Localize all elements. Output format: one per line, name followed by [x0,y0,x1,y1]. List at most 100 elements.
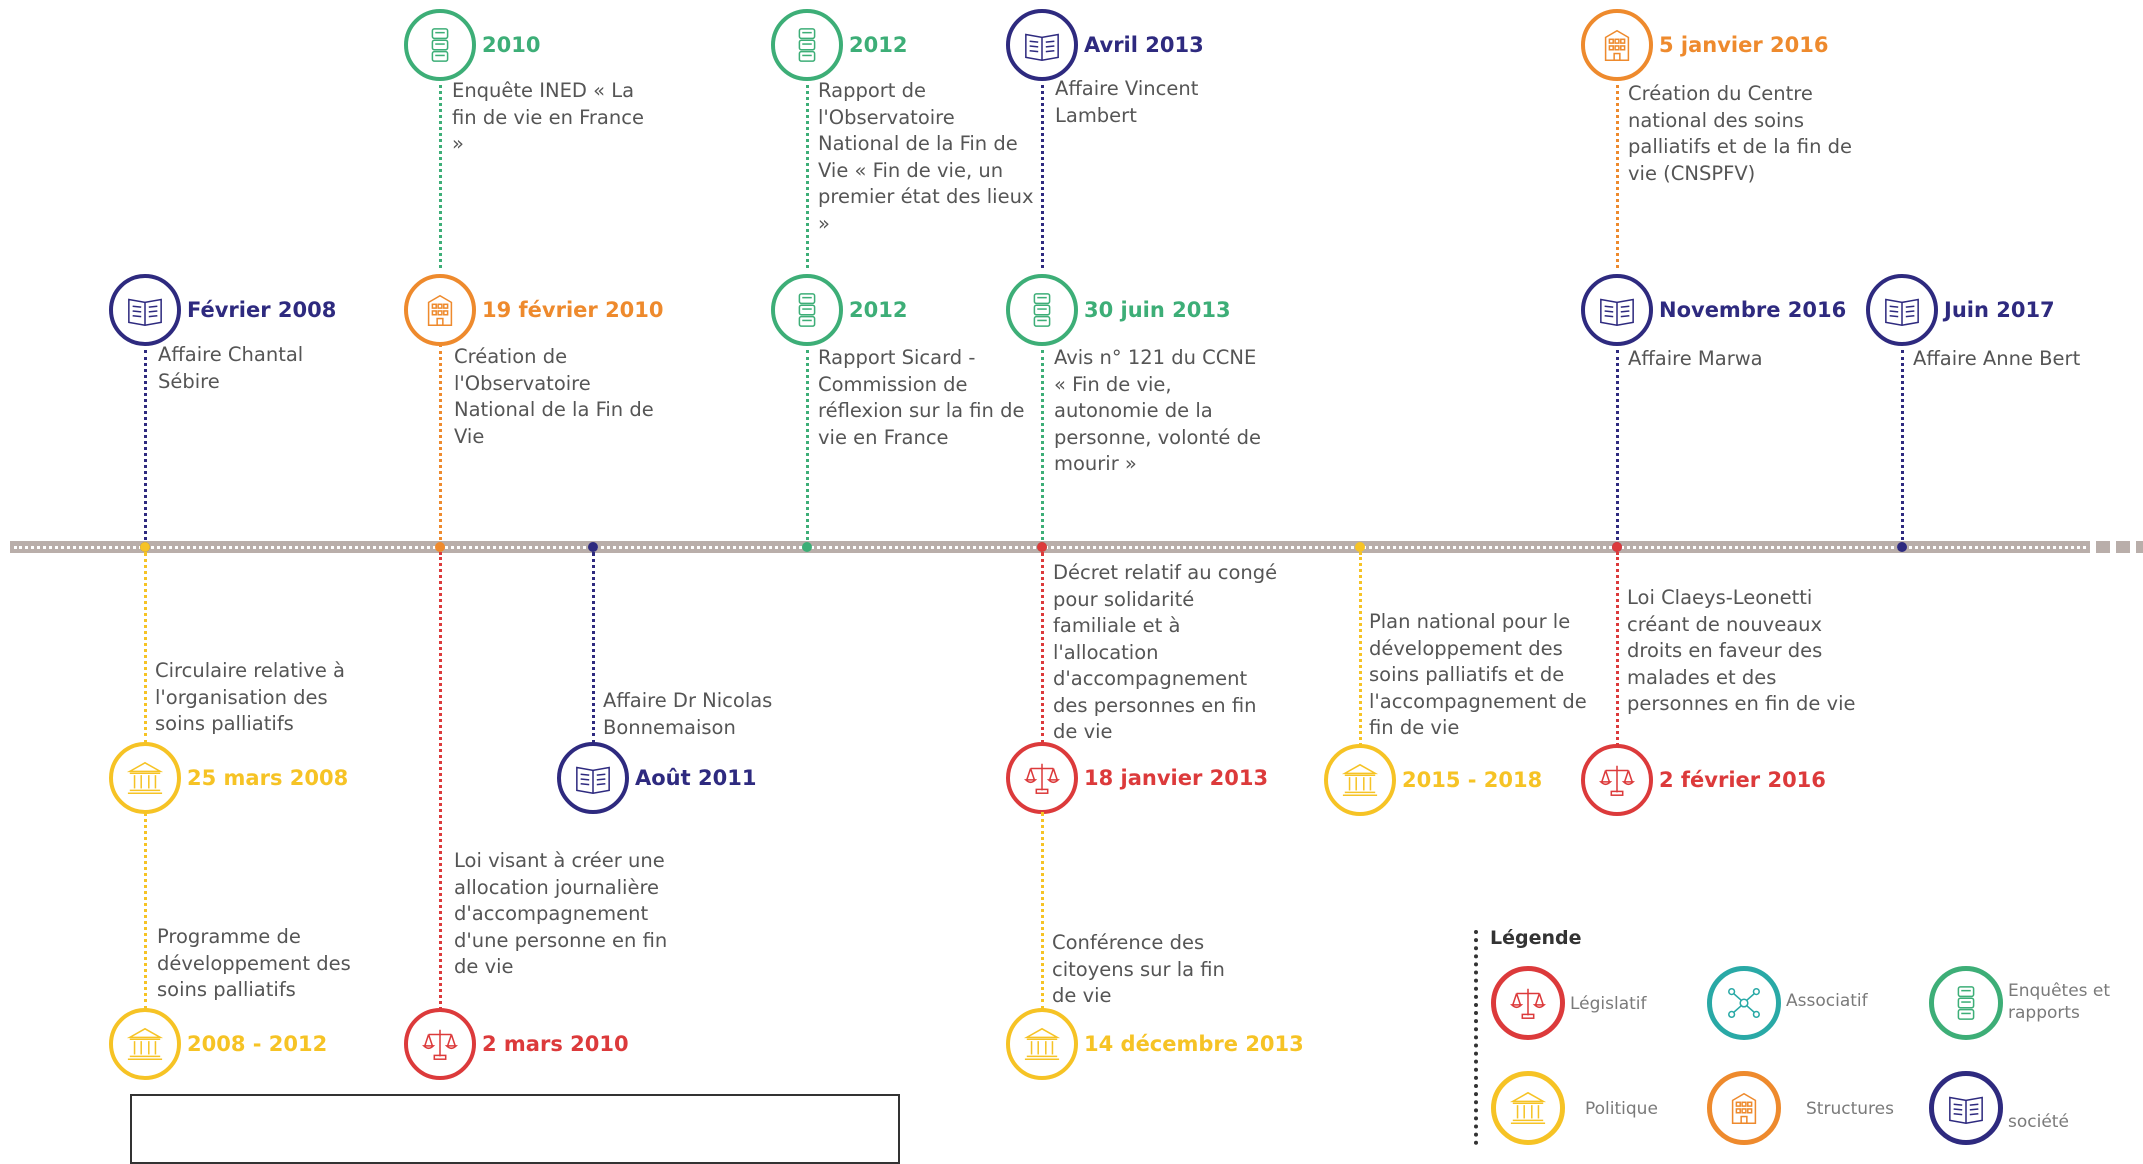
event-date: 30 juin 2013 [1084,298,1231,322]
newspaper-icon [1025,33,1059,61]
documents-icon [1957,986,1975,1020]
event-icon [771,9,843,81]
event-icon [404,1008,476,1080]
documents-icon [798,28,816,62]
event-date: Avril 2013 [1084,33,1204,57]
legend-divider [1474,930,1478,1145]
event-icon [404,274,476,346]
connector-line [1041,812,1044,1010]
legend-legislatif-label: Législatif [1570,994,1647,1014]
connector-line [144,350,147,546]
legend-associatif-label: Associatif [1786,991,1868,1011]
documents-icon [1033,293,1051,327]
event-description: Rapport de l'Observatoire National de la… [818,79,1034,235]
event-icon [109,274,181,346]
event-icon [1866,274,1938,346]
timeline-axis-dots [14,546,2086,549]
building-icon [1604,29,1630,61]
event-icon [1324,744,1396,816]
event-date: 2015 - 2018 [1402,768,1543,792]
newspaper-icon [1600,298,1634,326]
event-description: Décret relatif au congé pour solidarité … [1053,561,1278,743]
newspaper-icon [128,298,162,326]
event-description: Création de l'Observatoire National de l… [454,345,654,448]
event-description: Conférence des citoyens sur la fin de vi… [1052,931,1225,1007]
axis-marker-dot [1897,542,1907,552]
scales-icon [1024,763,1060,794]
event-date: Août 2011 [635,766,757,790]
axis-tail-segment [2136,541,2143,553]
footer-box [130,1094,900,1164]
event-description: Avis n° 121 du CCNE « Fin de vie, autono… [1054,346,1261,475]
event-date: Juin 2017 [1944,298,2055,322]
event-date: 2 mars 2010 [482,1032,629,1056]
event-icon [1006,742,1078,814]
axis-marker-dot [1037,542,1047,552]
event-date: 18 janvier 2013 [1084,766,1269,790]
legend-societe-label: société [2008,1112,2069,1132]
event-icon [1006,9,1078,81]
legend-enquetes-swatch [1929,966,2003,1040]
event-date: Novembre 2016 [1659,298,1847,322]
event-icon [1581,9,1653,81]
event-date: Février 2008 [187,298,337,322]
connector-line [1041,552,1044,744]
event-date: 2012 [849,33,908,57]
scales-icon [1599,765,1635,796]
building-icon [427,294,453,326]
legend-politique-swatch [1491,1071,1565,1145]
connector-line [439,85,442,268]
event-icon [1006,1008,1078,1080]
government-building-icon [126,761,164,794]
axis-marker-dot [1612,542,1622,552]
connector-line [144,552,147,744]
newspaper-icon [1949,1096,1983,1124]
event-description: Plan national pour le développement des … [1369,610,1587,739]
network-icon [1728,987,1760,1019]
axis-tail-segment [2116,541,2130,553]
connector-line [1616,350,1619,546]
connector-line [1041,85,1044,268]
event-icon [109,1008,181,1080]
event-date: 2 février 2016 [1659,768,1826,792]
legend-societe-swatch [1929,1071,2003,1145]
documents-icon [431,28,449,62]
event-date: 2010 [482,33,541,57]
legend-enquetes-label: Enquêtes et rapports [2008,981,2111,1023]
axis-marker-dot [435,542,445,552]
event-icon [404,9,476,81]
event-description: Affaire Anne Bert [1913,347,2081,370]
government-building-icon [126,1027,164,1060]
connector-line [806,350,809,546]
government-building-icon [1509,1091,1547,1124]
axis-marker-dot [588,542,598,552]
event-date: 2008 - 2012 [187,1032,328,1056]
event-description: Affaire Vincent Lambert [1055,77,1199,127]
axis-marker-dot [802,542,812,552]
event-description: Affaire Chantal Sébire [158,343,304,393]
connector-line [1901,350,1904,546]
event-description: Circulaire relative à l'organisation des… [155,659,345,735]
event-date: 25 mars 2008 [187,766,349,790]
event-description: Programme de développement des soins pal… [157,925,351,1001]
legend-structures-swatch [1707,1071,1781,1145]
event-icon [1581,744,1653,816]
event-description: Affaire Marwa [1628,347,1763,370]
government-building-icon [1341,763,1379,796]
event-description: Enquête INED « La fin de vie en France » [452,79,644,155]
event-icon [1581,274,1653,346]
government-building-icon [1023,1027,1061,1060]
legend-title: Légende [1490,927,1582,949]
newspaper-icon [576,766,610,794]
newspaper-icon [1885,298,1919,326]
connector-line [592,552,595,744]
axis-tail-segment [2096,541,2110,553]
connector-line [1041,350,1044,546]
connector-line [439,552,442,1010]
event-description: Affaire Dr Nicolas Bonnemaison [603,689,773,739]
event-date: 14 décembre 2013 [1084,1032,1304,1056]
event-date: 5 janvier 2016 [1659,33,1829,57]
event-description: Loi visant à créer une allocation journa… [454,849,668,978]
event-description: Loi Claeys-Leonetti créant de nouveaux d… [1627,586,1856,715]
